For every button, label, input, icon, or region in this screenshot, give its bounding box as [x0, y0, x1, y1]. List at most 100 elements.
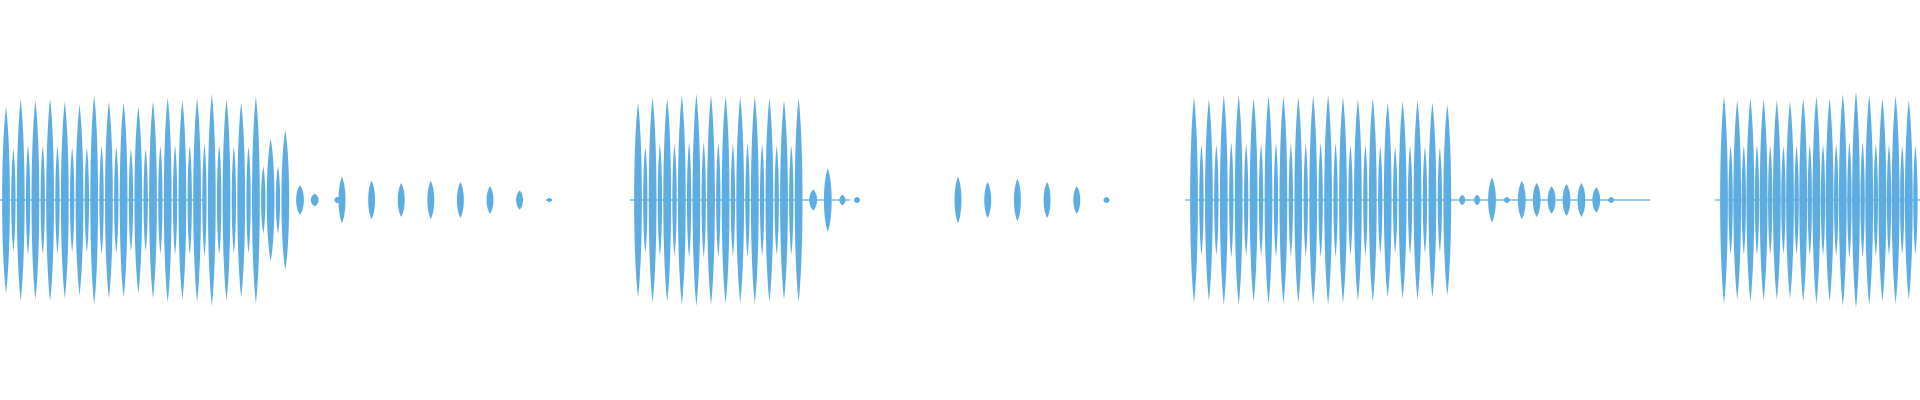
waveform-fill-0-11: [172, 145, 178, 255]
waveform-pulse-2-12: [809, 189, 818, 211]
waveform-fill-0-7: [114, 146, 119, 254]
waveform-pulse-4-6: [1279, 96, 1288, 304]
waveform-fill-0-10: [158, 145, 163, 255]
waveform-pulse-5-9: [1838, 94, 1847, 306]
waveform-fill-2-1: [657, 144, 663, 256]
waveform-fill-5-10: [1860, 142, 1865, 258]
waveform-pulse-0-12: [178, 100, 187, 300]
waveform-pulse-2-13: [823, 168, 832, 232]
waveform-pulse-5-12: [1878, 98, 1887, 302]
waveform-fill-5-1: [1741, 145, 1746, 255]
waveform-fill-2-5: [716, 142, 721, 258]
waveform-pulse-2-2: [663, 98, 672, 302]
waveform-pulse-2-7: [736, 97, 745, 303]
waveform-fill-0-4: [69, 147, 75, 253]
waveform-fill-0-5: [84, 147, 90, 253]
waveform-pulse-0-16: [237, 102, 246, 298]
waveform-pulse-1-6: [516, 190, 524, 210]
waveform-pulse-0-9: [134, 106, 143, 294]
waveform-fill-0-17: [261, 166, 266, 234]
waveform-fill-4-12: [1378, 146, 1383, 254]
waveform-pulse-5-0: [1720, 96, 1728, 304]
waveform-pulse-4-22: [1517, 180, 1526, 220]
waveform-fill-0-16: [246, 146, 251, 254]
waveform-fill-2-10: [789, 145, 794, 255]
waveform-fill-4-3: [1243, 144, 1249, 256]
waveform-pulse-1-0: [338, 176, 346, 224]
waveform-pulse-0-2: [31, 100, 40, 300]
waveform-pulse-0-21: [310, 193, 319, 207]
waveform-fill-5-11: [1873, 144, 1878, 256]
waveform-pulse-0-8: [119, 102, 128, 298]
waveform-pulse-0-7: [105, 101, 113, 299]
waveform-pulse-4-26: [1577, 183, 1586, 217]
waveform-pulse-2-3: [677, 95, 686, 305]
waveform-pulse-2-15: [853, 196, 861, 204]
waveform-pulse-4-13: [1383, 102, 1392, 298]
waveform-fill-5-12: [1886, 144, 1892, 256]
waveform-pulse-4-15: [1413, 100, 1422, 300]
waveform-fill-0-6: [99, 145, 104, 255]
waveform-pulse-4-1: [1205, 99, 1213, 301]
waveform-pulse-4-12: [1368, 98, 1377, 302]
waveform-pulse-5-2: [1746, 98, 1755, 302]
waveform-pulse-4-28: [1608, 196, 1615, 204]
waveform-pulse-1-2: [397, 183, 405, 217]
waveform-pulse-4-14: [1398, 101, 1407, 299]
waveform-pulse-2-4: [692, 94, 701, 306]
waveform-pulse-4-5: [1264, 96, 1273, 304]
waveform-pulse-4-25: [1562, 184, 1571, 216]
waveform-fill-5-2: [1754, 144, 1760, 256]
waveform-fill-4-8: [1318, 142, 1323, 258]
waveform-fill-4-10: [1348, 144, 1353, 256]
waveform-fill-0-3: [55, 145, 60, 255]
waveform-pulse-0-19: [281, 130, 290, 270]
waveform-fill-4-15: [1422, 146, 1428, 254]
waveform-pulse-5-1: [1733, 100, 1742, 300]
waveform-pulse-3-1: [984, 181, 992, 219]
waveform-pulse-5-14: [1904, 100, 1913, 300]
waveform-pulse-5-11: [1865, 95, 1874, 305]
waveform-pulse-3-2: [1013, 178, 1021, 222]
waveform-fill-4-11: [1363, 144, 1368, 256]
waveform-pulse-5-13: [1891, 96, 1900, 304]
waveform-fill-4-9: [1333, 143, 1338, 257]
waveform-pulse-0-10: [149, 101, 157, 299]
waveform-fill-2-8: [759, 144, 765, 256]
waveform-pulse-0-3: [46, 98, 54, 302]
waveform-pulse-4-11: [1354, 99, 1362, 301]
waveform-pulse-5-3: [1759, 99, 1768, 301]
waveform-pulse-2-0: [634, 102, 642, 298]
waveform-pulse-2-6: [721, 96, 730, 304]
waveform-fill-4-7: [1303, 143, 1308, 257]
waveform-pulse-0-11: [163, 97, 172, 303]
waveform-pulse-0-4: [60, 101, 69, 299]
waveform-pulse-4-10: [1339, 97, 1347, 303]
waveform-pulse-3-4: [1073, 186, 1081, 214]
waveform-pulse-0-1: [16, 99, 25, 301]
waveform-fill-5-14: [1913, 145, 1918, 255]
waveform-fill-4-0: [1199, 144, 1204, 256]
waveform-fill-2-4: [701, 142, 706, 258]
waveform-pulse-0-13: [193, 98, 201, 302]
waveform-fill-4-2: [1229, 142, 1234, 258]
waveform-pulse-2-9: [765, 98, 774, 302]
waveform-fill-0-2: [40, 145, 45, 255]
waveform-fill-0-1: [25, 145, 31, 255]
waveform-fill-2-3: [686, 142, 692, 258]
waveform-fill-2-9: [774, 145, 779, 255]
waveform-pulse-0-15: [222, 99, 231, 301]
waveform-fill-4-14: [1407, 145, 1413, 255]
waveform-pulse-1-5: [486, 186, 494, 214]
waveform-fill-4-1: [1214, 144, 1219, 256]
waveform-pulse-2-5: [707, 95, 715, 305]
waveform-pulse-2-14: [839, 194, 846, 206]
waveform-pulse-2-1: [648, 97, 657, 303]
waveform-fill-0-9: [143, 148, 148, 252]
waveform-fill-4-16: [1437, 147, 1443, 253]
waveform-pulse-1-7: [546, 197, 553, 203]
waveform-fill-5-5: [1794, 145, 1799, 255]
waveform-pulse-4-27: [1592, 187, 1601, 213]
